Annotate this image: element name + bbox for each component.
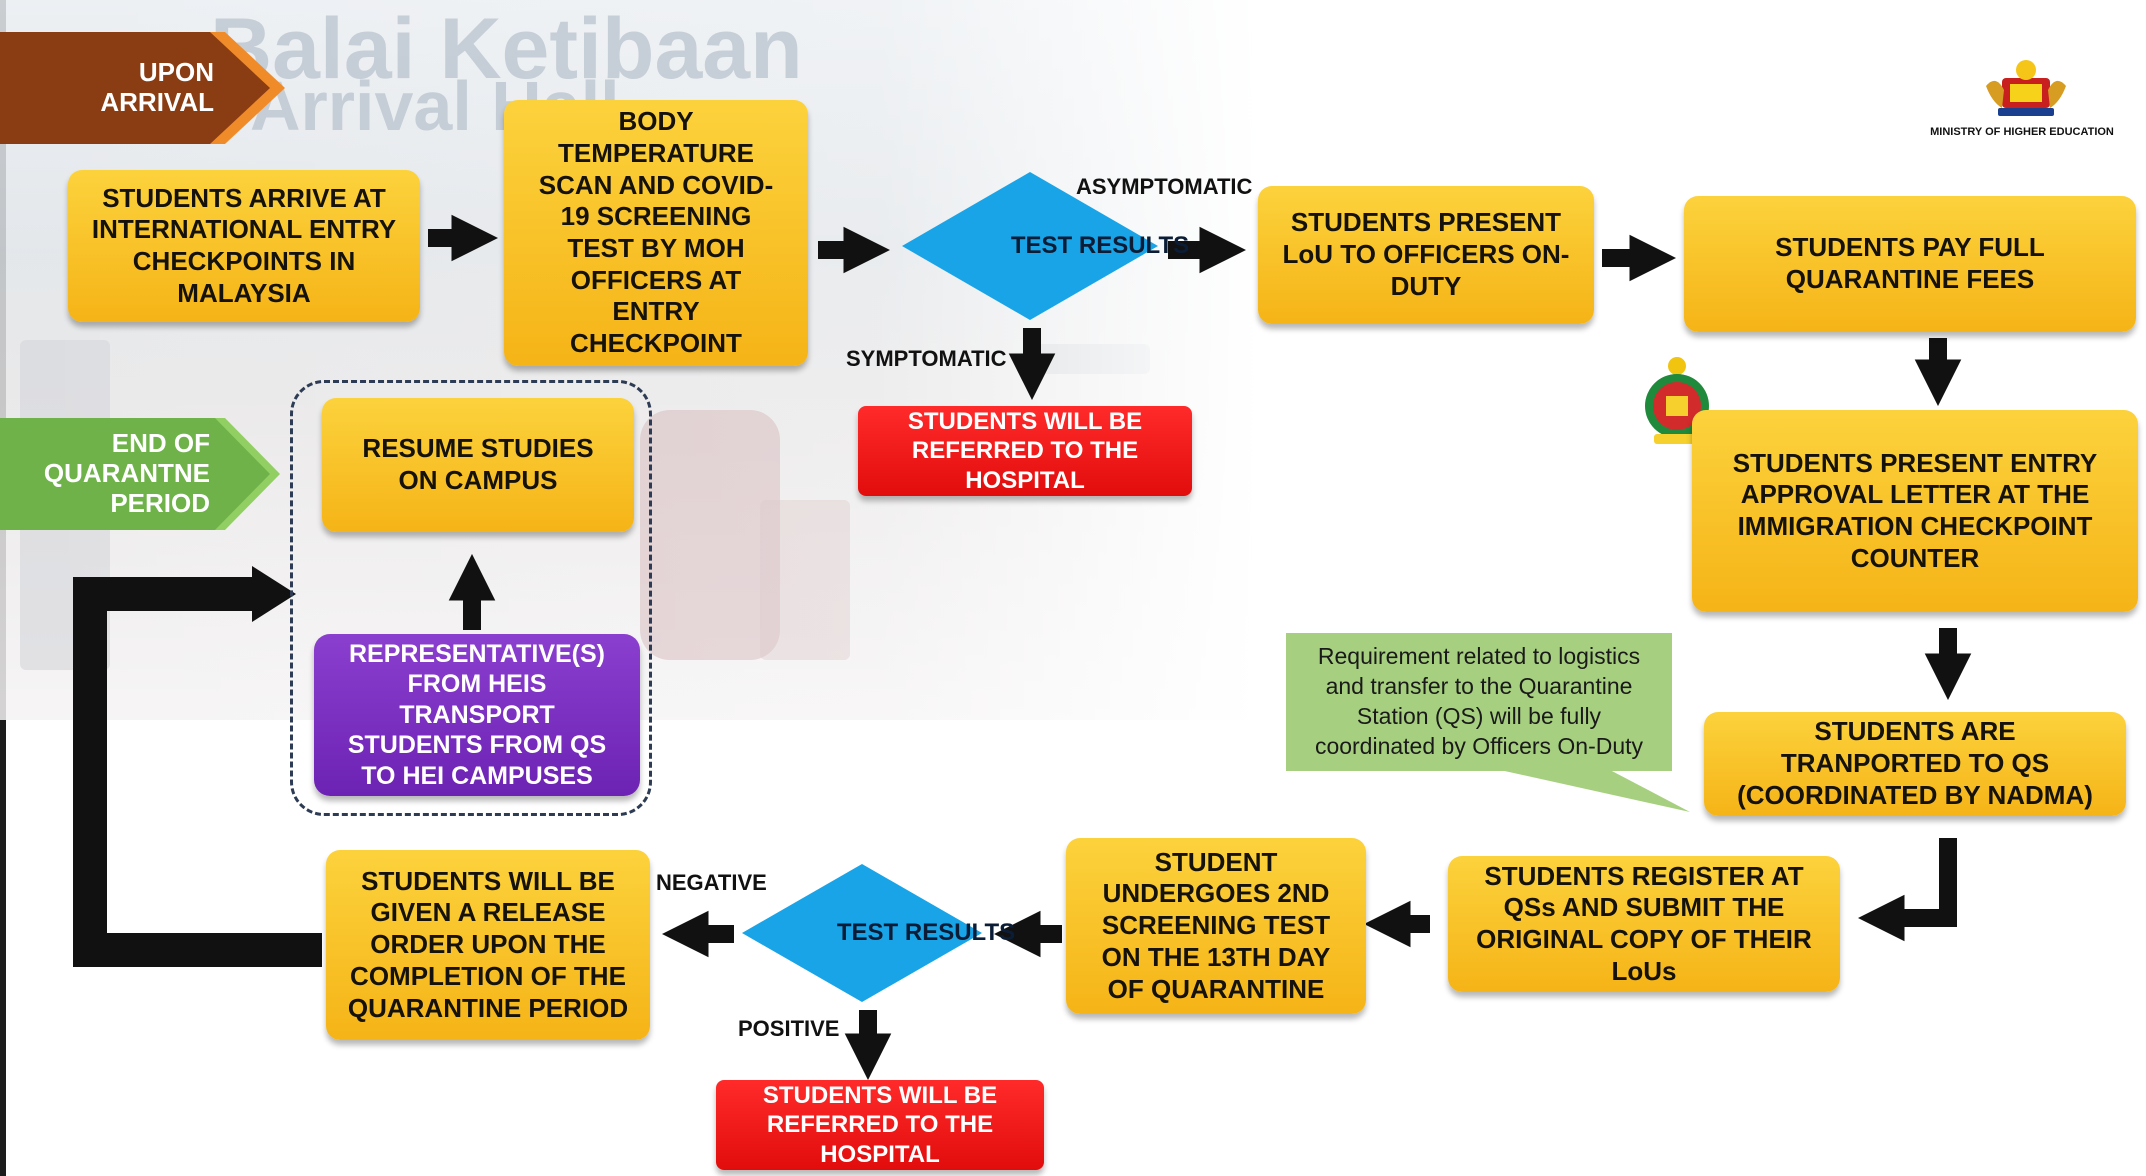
node-transported-to-qs: STUDENTS ARE TRANPORTED TO QS (COORDINAT… — [1704, 712, 2126, 816]
test-results-label-2: TEST RESULTS — [836, 918, 1016, 946]
node-hospital-referral-2: STUDENTS WILL BE REFERRED TO THE HOSPITA… — [716, 1080, 1044, 1170]
edge-label-asymptomatic: ASYMPTOMATIC — [1076, 174, 1253, 199]
logistics-callout: Requirement related to logistics and tra… — [1286, 633, 1672, 771]
arrow-release-to-resume — [73, 577, 322, 967]
node-resume-studies: RESUME STUDIES ON CAMPUS — [322, 398, 634, 532]
upon-arrival-line1: UPON — [138, 57, 214, 88]
ministry-crest-icon — [1986, 60, 2066, 116]
node-pay-quarantine-fees: STUDENTS PAY FULL QUARANTINE FEES — [1684, 196, 2136, 332]
node-hospital-referral-1: STUDENTS WILL BE REFERRED TO THE HOSPITA… — [858, 406, 1192, 496]
edge-label-symptomatic: SYMPTOMATIC — [846, 346, 1007, 371]
node-release-order: STUDENTS WILL BE GIVEN A RELEASE ORDER U… — [326, 850, 650, 1040]
end-of-quarantine-banner: END OF QUARANTNE PERIOD — [0, 418, 270, 530]
upon-arrival-banner: UPON ARRIVAL — [0, 32, 270, 144]
node-register-at-qs: STUDENTS REGISTER AT QSs AND SUBMIT THE … — [1448, 856, 1840, 992]
node-body-temperature-screening: BODY TEMPERATURE SCAN AND COVID-19 SCREE… — [504, 100, 808, 366]
end-banner-line1: END OF — [111, 428, 210, 459]
ministry-label: MINISTRY OF HIGHER EDUCATION — [1930, 126, 2114, 138]
decision-diamond-icon — [902, 172, 1158, 320]
node-test-results-decision-1: TEST RESULTS — [900, 170, 1189, 322]
node-present-lou: STUDENTS PRESENT LoU TO OFFICERS ON-DUTY — [1258, 186, 1594, 324]
node-present-entry-approval: STUDENTS PRESENT ENTRY APPROVAL LETTER A… — [1692, 410, 2138, 612]
hall-sign-malay: Balai Ketibaan — [210, 1, 803, 97]
node-hei-representatives: REPRESENTATIVE(S) FROM HEIS TRANSPORT ST… — [314, 634, 640, 796]
edge-label-positive: POSITIVE — [738, 1016, 840, 1041]
end-banner-line2: QUARANTNE — [43, 458, 210, 489]
campus-return-group — [290, 380, 652, 816]
edge-label-negative: NEGATIVE — [656, 870, 767, 895]
end-banner-line3: PERIOD — [110, 487, 210, 518]
node-test-results-decision-2: TEST RESULTS — [740, 862, 1015, 1004]
upon-arrival-line2: ARRIVAL — [100, 87, 214, 117]
node-second-screening: STUDENT UNDERGOES 2ND SCREENING TEST ON … — [1066, 838, 1366, 1014]
node-students-arrive: STUDENTS ARRIVE AT INTERNATIONAL ENTRY C… — [68, 170, 420, 322]
arrow-transport-to-register — [1857, 838, 1957, 942]
test-results-label-1: TEST RESULTS — [1010, 231, 1190, 259]
decision-diamond-icon — [742, 864, 982, 1002]
